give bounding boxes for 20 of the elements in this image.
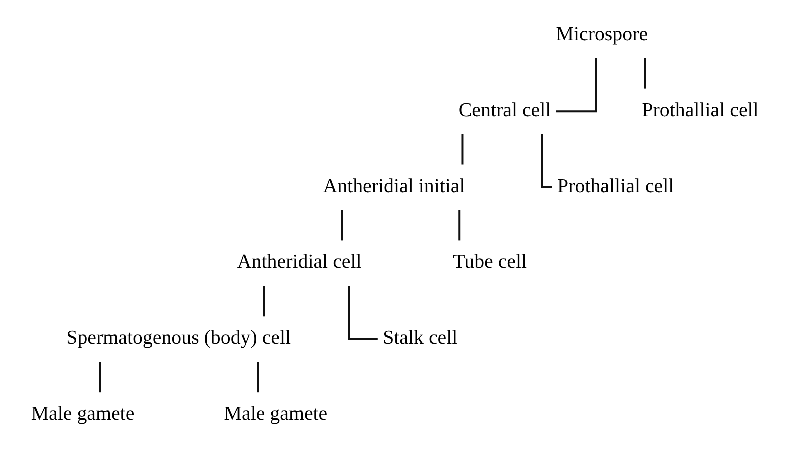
- node-text: Microspore: [556, 23, 648, 46]
- connector: [644, 58, 646, 89]
- node-text: Central cell: [458, 99, 552, 122]
- connector: [556, 58, 598, 113]
- node-text: Prothallial cell: [558, 175, 674, 198]
- node-text: Male gamete: [224, 403, 328, 426]
- connector: [99, 362, 102, 393]
- node-text: Prothallial cell: [642, 99, 759, 122]
- connector: [462, 134, 464, 165]
- connector: [341, 210, 344, 241]
- node-text: Spermatogenous (body) cell: [66, 327, 292, 350]
- node-text: Male gamete: [31, 403, 135, 426]
- node-text: Antheridial initial: [323, 175, 466, 198]
- node-text: Stalk cell: [383, 327, 458, 350]
- connector: [458, 210, 461, 241]
- connector: [257, 362, 260, 393]
- connector: [348, 286, 378, 340]
- node-text: Antheridial cell: [237, 251, 362, 274]
- node-text: Tube cell: [453, 251, 528, 274]
- connector: [263, 286, 266, 317]
